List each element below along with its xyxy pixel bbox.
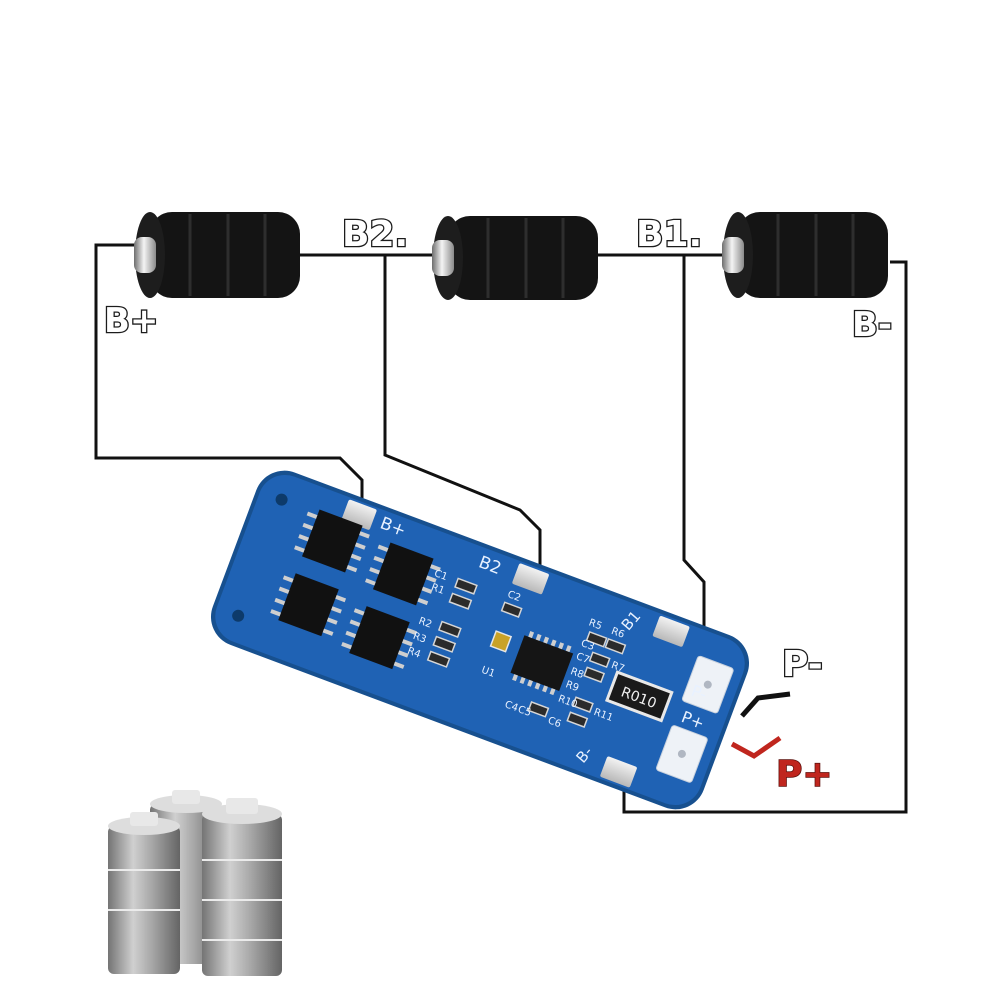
mosfet-chip xyxy=(341,606,418,670)
silk-r8: R8 xyxy=(569,666,585,681)
silk-r3: R3 xyxy=(411,631,427,646)
wire-p-minus xyxy=(740,691,791,718)
bms-board: R010 B+ B2 B1 B- P- P+ C1 R1 R2 R3 R4 C2… xyxy=(210,470,750,810)
wire-b1 xyxy=(682,255,706,628)
silk-p-minus: P- xyxy=(689,681,710,704)
pad-b2 xyxy=(512,563,549,595)
mosfet-chip xyxy=(270,573,347,637)
silk-u1: U1 xyxy=(480,665,497,680)
cell-terminal-icon xyxy=(432,240,454,276)
silk-c2: C2 xyxy=(506,589,522,604)
silk-c7: C7 xyxy=(574,651,590,666)
cell-terminal-icon xyxy=(722,237,744,273)
wiring xyxy=(94,243,908,814)
wire-b-minus xyxy=(622,260,908,814)
silk-c3: C3 xyxy=(579,638,595,653)
silk-r9: R9 xyxy=(564,679,580,694)
label-b1: B1. xyxy=(636,214,702,255)
pad-b1 xyxy=(652,616,690,647)
cell-terminal-icon xyxy=(134,237,156,273)
label-p-minus: P- xyxy=(782,644,823,685)
shunt-resistor xyxy=(605,670,674,723)
silk-c4: C4 xyxy=(503,699,519,714)
battery-cell-3 xyxy=(722,212,888,298)
label-b2: B2. xyxy=(342,214,408,255)
silk-c5: C5 xyxy=(516,704,532,719)
silk-r5: R5 xyxy=(587,617,603,632)
mosfet-chip xyxy=(294,509,370,573)
capacitor-c2 xyxy=(489,630,513,653)
silk-c1: C1 xyxy=(433,568,449,583)
battery-stack-icon xyxy=(108,790,282,976)
label-p-plus: P+ xyxy=(776,754,833,795)
wire-b2 xyxy=(383,255,542,568)
battery-cell-2 xyxy=(432,216,598,300)
silk-r7: R7 xyxy=(610,660,626,675)
wire-b-plus xyxy=(94,243,364,514)
silk-r2: R2 xyxy=(417,616,433,631)
silk-r4: R4 xyxy=(406,646,422,661)
silk-r6: R6 xyxy=(610,626,626,641)
wire-p-plus xyxy=(730,735,782,759)
passive-components xyxy=(426,577,627,728)
label-b-minus: B- xyxy=(852,305,892,345)
silk-c6: C6 xyxy=(546,715,562,730)
pad-b-minus xyxy=(600,756,637,788)
silk-r1: R1 xyxy=(430,582,446,597)
mosfet-chip xyxy=(365,542,441,606)
protection-ic xyxy=(510,631,574,696)
label-b-plus: B+ xyxy=(104,301,158,341)
battery-cell-1 xyxy=(134,212,300,298)
